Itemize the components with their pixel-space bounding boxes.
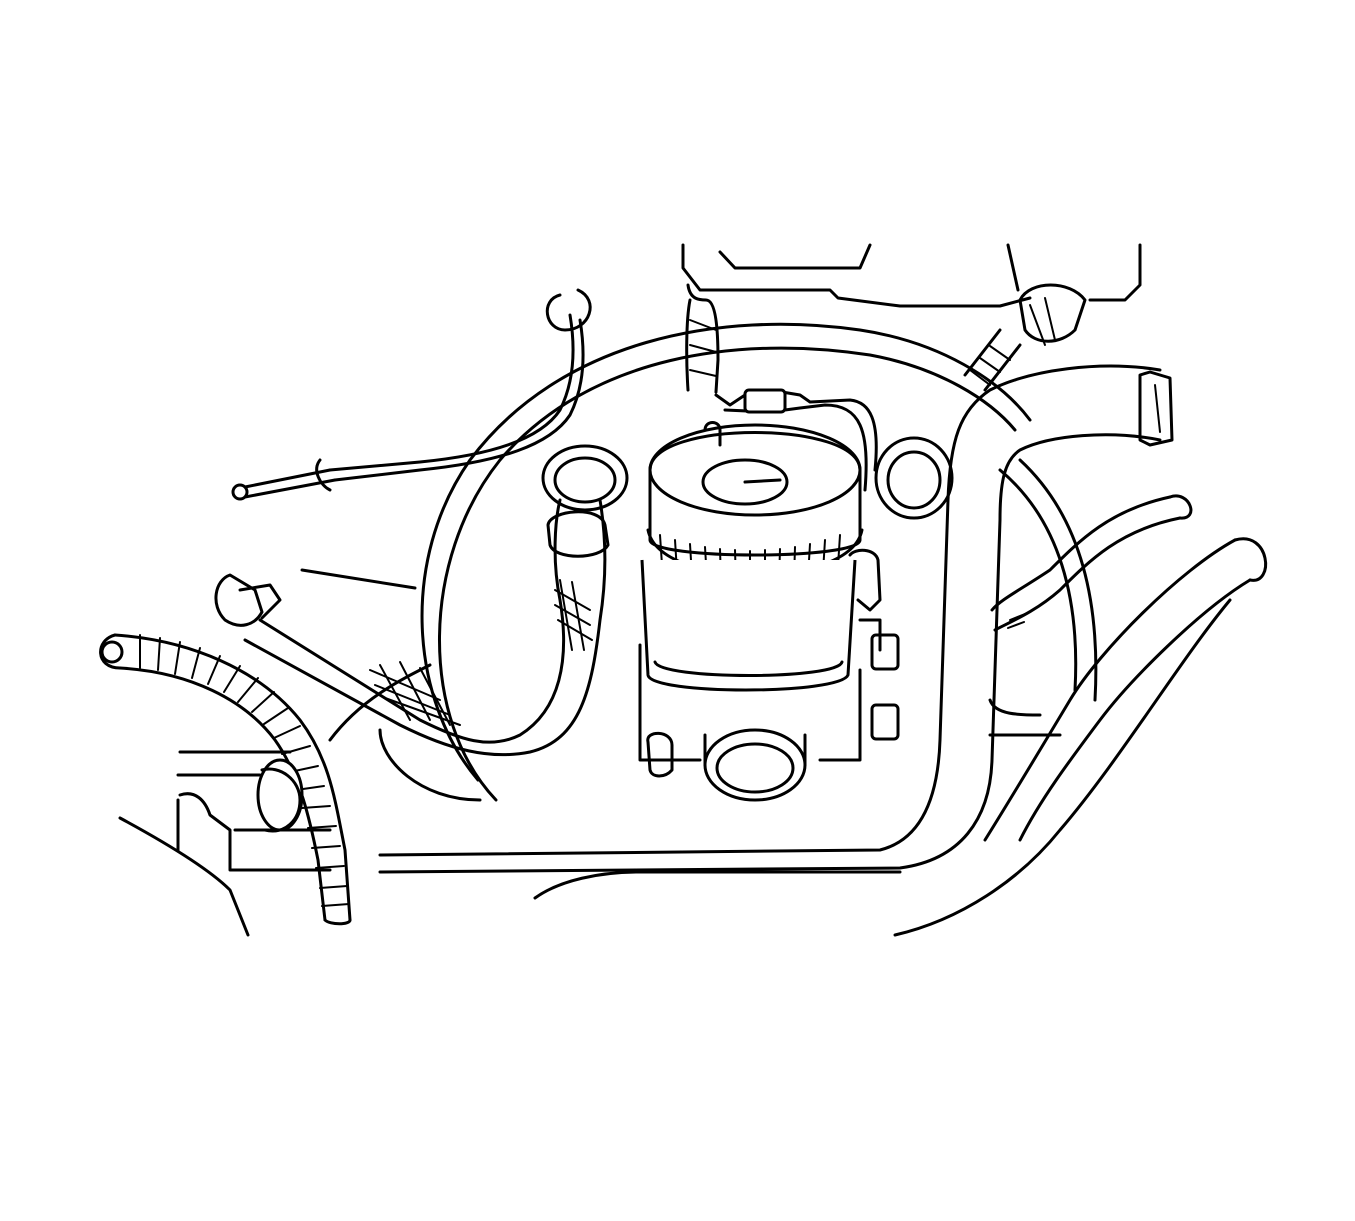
hose-mesh-pattern xyxy=(369,579,593,726)
sensor-wire-harness xyxy=(685,283,878,492)
master-cylinder-reservoir xyxy=(638,421,900,802)
vacuum-hose-left xyxy=(214,498,610,757)
heater-hose-right xyxy=(378,364,1174,874)
corrugated-hose-top-right xyxy=(963,283,1087,392)
corrugated-hose-left xyxy=(99,633,352,926)
upper-firewall-structure xyxy=(681,243,1142,308)
vacuum-line-cable xyxy=(231,288,592,501)
misc-lines xyxy=(300,568,1062,802)
frame-rail-right xyxy=(533,598,1232,937)
lower-hose-right xyxy=(983,494,1267,842)
lower-left-structure xyxy=(118,663,432,937)
corrugation-rings xyxy=(139,634,350,907)
brake-booster xyxy=(420,322,1098,802)
